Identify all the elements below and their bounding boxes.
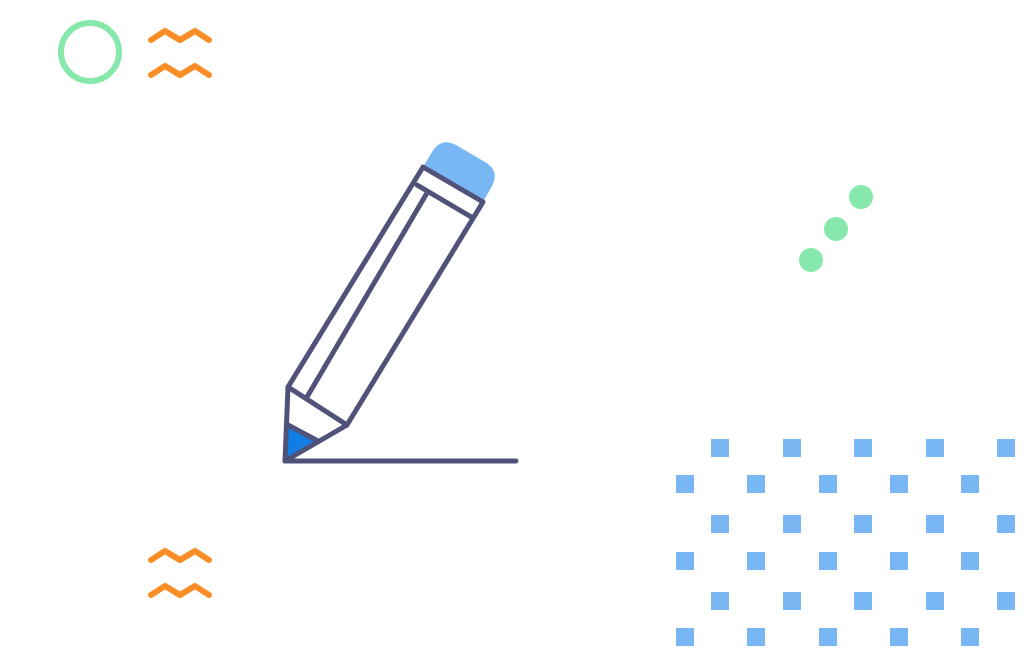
grid-square (747, 552, 765, 570)
grid-square (711, 592, 729, 610)
grid-square (961, 552, 979, 570)
grid-square (711, 515, 729, 533)
grid-square (783, 592, 801, 610)
grid-square (676, 628, 694, 646)
grid-square (926, 592, 944, 610)
grid-square (961, 475, 979, 493)
orange-wave-top-icon (148, 28, 212, 78)
grid-square (747, 475, 765, 493)
grid-square (854, 515, 872, 533)
square-grid-decoration (676, 439, 1015, 646)
grid-square (676, 552, 694, 570)
grid-square (997, 515, 1015, 533)
grid-square (997, 439, 1015, 457)
grid-square (854, 439, 872, 457)
grid-square (783, 439, 801, 457)
pencil-icon (282, 142, 519, 464)
grid-square (819, 552, 837, 570)
grid-square (747, 628, 765, 646)
grid-square (819, 475, 837, 493)
grid-square (890, 628, 908, 646)
grid-square (997, 592, 1015, 610)
pencil-tip-lead (285, 425, 318, 461)
grid-square (890, 552, 908, 570)
grid-square (926, 515, 944, 533)
green-circle-decoration (58, 20, 122, 84)
green-dots-decoration (799, 185, 873, 272)
grid-square (961, 628, 979, 646)
grid-square (854, 592, 872, 610)
grid-square (676, 475, 694, 493)
grid-square (890, 475, 908, 493)
grid-square (819, 628, 837, 646)
grid-square (926, 439, 944, 457)
pencil-eraser (423, 142, 495, 202)
grid-square (783, 515, 801, 533)
grid-square (711, 439, 729, 457)
orange-wave-bottom-icon (148, 548, 212, 598)
